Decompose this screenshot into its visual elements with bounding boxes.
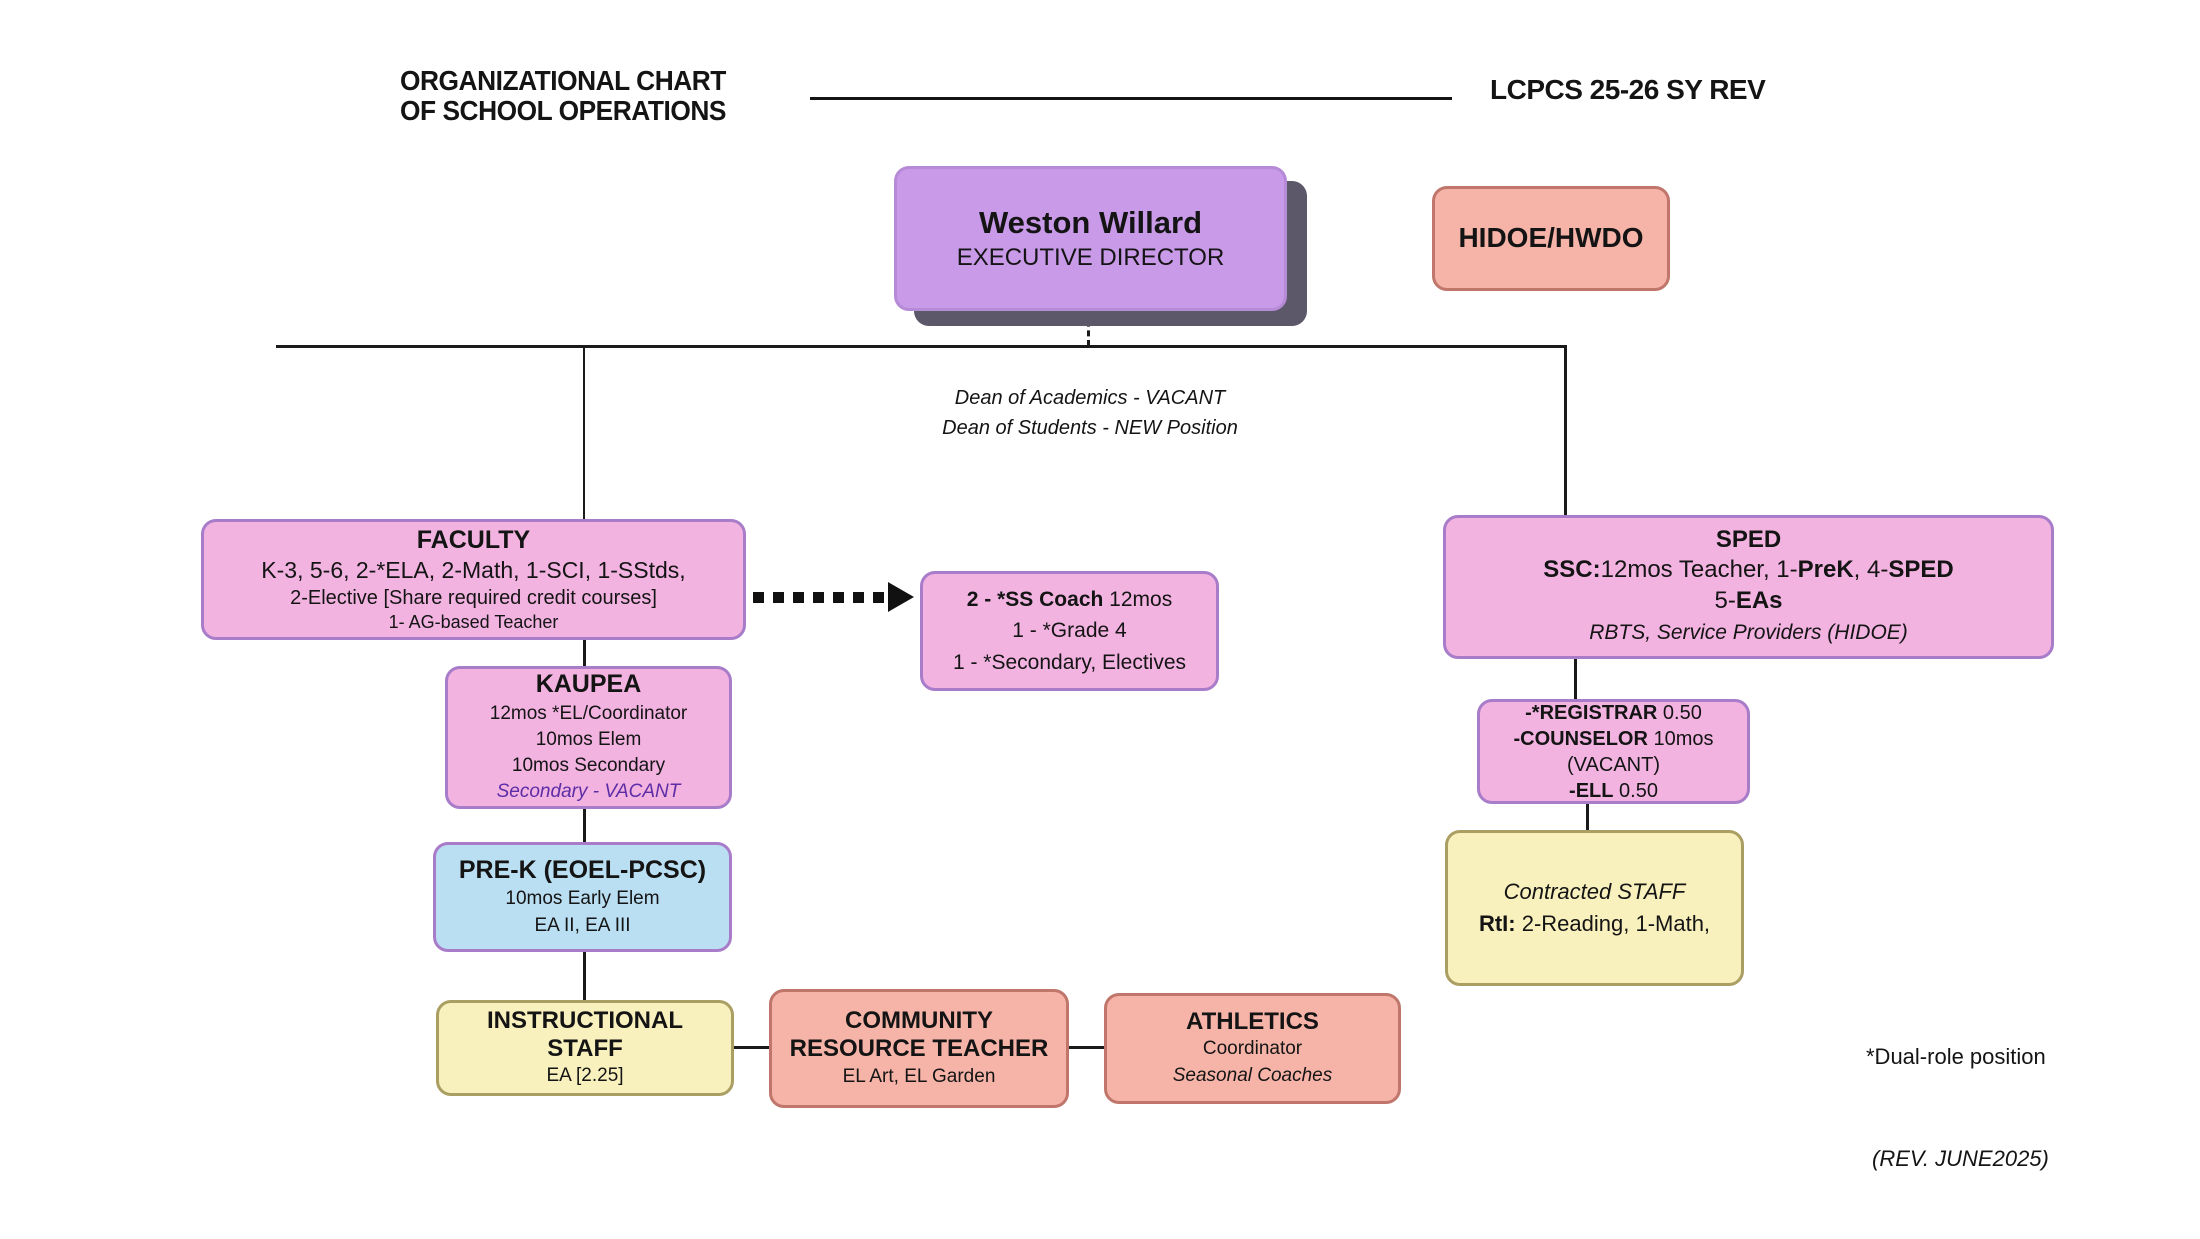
registrar-line2: -COUNSELOR 10mos — [1513, 727, 1714, 750]
dual-role-footnote: *Dual-role position — [1866, 1044, 2046, 1069]
dotted-arrow-head-icon — [888, 582, 914, 612]
faculty-line1: K-3, 5-6, 2-*ELA, 2-Math, 1-SCI, 1-SStds… — [261, 557, 686, 584]
registrar-line4: -ELL 0.50 — [1569, 779, 1658, 802]
connector-kaupea-prek — [583, 809, 586, 842]
faculty-title: FACULTY — [416, 525, 531, 554]
org-box-instructional-staff: INSTRUCTIONAL STAFF EA [2.25] — [436, 1000, 734, 1096]
prek-line1: 10mos Early Elem — [505, 888, 660, 910]
ss-coach-line1: 2 - *SS Coach 12mos — [966, 587, 1173, 611]
community-title: COMMUNITY RESOURCE TEACHER — [789, 1007, 1049, 1063]
athletics-line2: Seasonal Coaches — [1172, 1064, 1333, 1086]
connector-right-branch — [1564, 345, 1567, 516]
sped-title: SPED — [1715, 525, 1782, 553]
org-box-ss-coach: 2 - *SS Coach 12mos 1 - *Grade 4 1 - *Se… — [920, 571, 1219, 691]
connector-registrar-contracted — [1586, 804, 1589, 830]
contracted-title: Contracted STAFF — [1503, 879, 1686, 905]
org-box-community-resource-teacher: COMMUNITY RESOURCE TEACHER EL Art, EL Ga… — [769, 989, 1069, 1108]
hidoe-label: HIDOE/HWDO — [1458, 222, 1644, 254]
connector-faculty-kaupea — [583, 640, 586, 666]
faculty-line3: 1- AG-based Teacher — [388, 611, 559, 632]
ss-coach-line3: 1 - *Secondary, Electives — [952, 650, 1187, 674]
kaupea-line3: 10mos Secondary — [511, 755, 666, 777]
registrar-line1: -*REGISTRAR 0.50 — [1525, 701, 1702, 724]
dotted-arrow-line — [753, 592, 891, 603]
contracted-rti-line: RtI: 2-Reading, 1-Math, — [1478, 911, 1711, 936]
kaupea-line1: 12mos *EL/Coordinator — [489, 702, 688, 724]
connector-sped-registrar — [1574, 659, 1577, 699]
org-box-sped: SPED SSC:12mos Teacher, 1-PreK, 4-SPED 5… — [1443, 515, 2054, 659]
title-divider-line — [810, 97, 1452, 100]
org-box-athletics: ATHLETICS Coordinator Seasonal Coaches — [1104, 993, 1401, 1104]
registrar-line3: (VACANT) — [1567, 753, 1660, 776]
kaupea-line2: 10mos Elem — [535, 728, 642, 750]
sped-eas-line: 5-EAs — [1714, 587, 1783, 615]
connector-prek-instructional — [583, 952, 586, 1000]
instructional-title: INSTRUCTIONAL STAFF — [487, 1006, 683, 1062]
org-box-hidoe: HIDOE/HWDO — [1432, 186, 1670, 291]
connector-bus — [276, 345, 1567, 348]
connector-left-branch — [583, 345, 585, 519]
faculty-line2: 2-Elective [Share required credit course… — [290, 586, 657, 609]
org-box-executive-director: Weston Willard EXECUTIVE DIRECTOR — [894, 166, 1287, 311]
revision-date-note: (REV. JUNE2025) — [1872, 1146, 2049, 1171]
athletics-title: ATHLETICS — [1186, 1008, 1319, 1036]
ss-coach-line2: 1 - *Grade 4 — [1012, 619, 1127, 643]
page-title: ORGANIZATIONAL CHART OF SCHOOL OPERATION… — [400, 65, 726, 127]
revision-label: LCPCS 25-26 SY REV — [1490, 74, 1766, 105]
instructional-line1: EA [2.25] — [546, 1065, 624, 1087]
kaupea-title: KAUPEA — [535, 670, 642, 699]
org-box-kaupea: KAUPEA 12mos *EL/Coordinator 10mos Elem … — [445, 666, 732, 809]
kaupea-vacant-note: Secondary - VACANT — [496, 781, 681, 803]
org-box-registrar-counselor-ell: -*REGISTRAR 0.50 -COUNSELOR 10mos (VACAN… — [1477, 699, 1750, 804]
community-line1: EL Art, EL Garden — [842, 1065, 996, 1087]
prek-line2: EA II, EA III — [534, 914, 631, 936]
athletics-line1: Coordinator — [1202, 1038, 1303, 1060]
org-box-contracted-staff: Contracted STAFF RtI: 2-Reading, 1-Math, — [1445, 830, 1744, 986]
sped-staff-line: SSC:12mos Teacher, 1-PreK, 4-SPED — [1543, 556, 1954, 584]
org-box-prek: PRE-K (EOEL-PCSC) 10mos Early Elem EA II… — [433, 842, 732, 952]
org-box-faculty: FACULTY K-3, 5-6, 2-*ELA, 2-Math, 1-SCI,… — [201, 519, 746, 640]
connector-instructional-community — [734, 1046, 769, 1049]
executive-name: Weston Willard — [978, 204, 1203, 240]
connector-community-athletics — [1069, 1046, 1104, 1049]
executive-title: EXECUTIVE DIRECTOR — [956, 244, 1225, 272]
connector-executive-drop — [1087, 311, 1090, 346]
dean-positions-note: Dean of Academics - VACANT Dean of Stude… — [942, 387, 1238, 439]
sped-providers-line: RBTS, Service Providers (HIDOE) — [1589, 620, 1908, 644]
prek-title: PRE-K (EOEL-PCSC) — [458, 856, 707, 885]
